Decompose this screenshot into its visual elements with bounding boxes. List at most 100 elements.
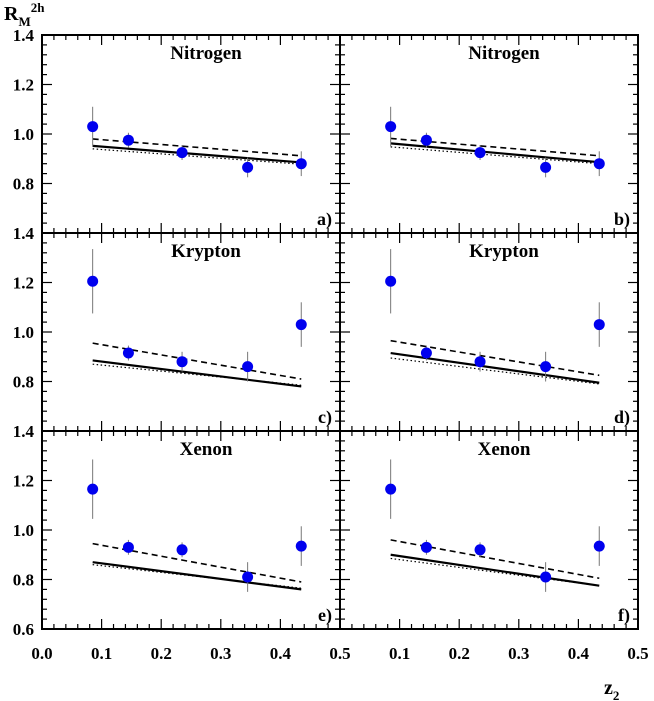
panel-letter: d) — [614, 407, 630, 428]
panel-title: Xenon — [180, 439, 233, 460]
curve-dotted — [390, 557, 600, 587]
data-point — [474, 147, 486, 159]
panel-letter: f) — [618, 605, 630, 626]
curve-solid — [92, 359, 302, 388]
data-point — [176, 544, 188, 556]
data-point — [176, 356, 188, 368]
panel-letter: c) — [318, 407, 332, 428]
y-tick-label: 1.2 — [13, 274, 34, 293]
panel-title: Nitrogen — [170, 43, 242, 64]
panel-title: Xenon — [478, 439, 531, 460]
y-axis-title: RM2h — [4, 0, 45, 29]
panel-title: Krypton — [469, 241, 539, 262]
data-point — [385, 275, 397, 287]
y-axis-title-sup: 2h — [31, 0, 46, 15]
y-axis-title-sub: M — [18, 14, 30, 29]
y-tick-label: 0.8 — [13, 571, 34, 590]
y-tick-label: 1.0 — [13, 521, 34, 540]
y-tick-label: 1.4 — [13, 26, 35, 45]
panel-frame — [339, 34, 639, 234]
data-point — [540, 161, 552, 173]
panels-group: Nitrogena)Nitrogenb)Kryptonc)Kryptond)Xe… — [13, 26, 649, 663]
data-point — [242, 571, 254, 583]
y-tick-label: 0.6 — [13, 620, 34, 639]
x-axis-title-sub: 2 — [613, 688, 620, 701]
data-point — [593, 319, 605, 331]
panel-d: Krypton d) — [339, 232, 639, 432]
x-tick-label: 0.4 — [568, 644, 590, 663]
y-tick-label: 1.2 — [13, 76, 34, 95]
data-point — [474, 356, 486, 368]
x-tick-label: 0.4 — [270, 644, 292, 663]
data-point — [176, 147, 188, 159]
data-point — [540, 361, 552, 373]
x-tick-label: 0.3 — [210, 644, 231, 663]
data-point — [242, 161, 254, 173]
data-point — [593, 158, 605, 170]
curve-dotted — [92, 363, 302, 386]
curve-dotted — [92, 564, 302, 589]
y-tick-label: 1.0 — [13, 323, 34, 342]
y-axis-title-main: R — [4, 3, 19, 25]
x-tick-label: 0.1 — [389, 644, 410, 663]
data-point — [122, 541, 134, 553]
curve-solid — [92, 561, 302, 591]
data-point — [593, 540, 605, 552]
panel-letter: b) — [614, 209, 630, 230]
x-tick-label: 0.5 — [329, 644, 350, 663]
x-tick-label: 0.2 — [151, 644, 172, 663]
panel-frame — [41, 430, 341, 630]
curve-dotted — [390, 357, 600, 385]
curve-dotted — [390, 146, 600, 165]
data-point — [420, 134, 432, 146]
y-tick-label: 1.4 — [13, 224, 35, 243]
data-point — [295, 540, 307, 552]
x-tick-label: 0.5 — [627, 644, 648, 663]
y-tick-label: 1.2 — [13, 472, 34, 491]
panel-f: Xenon f) — [339, 430, 639, 630]
data-point — [87, 121, 99, 133]
data-point — [540, 571, 552, 583]
panel-frame — [339, 232, 639, 432]
data-point — [87, 275, 99, 287]
data-point — [295, 319, 307, 331]
panel-title: Nitrogen — [468, 43, 540, 64]
panel-letter: a) — [317, 209, 332, 230]
curve-solid — [92, 144, 302, 164]
panel-c: Krypton c) — [41, 232, 341, 432]
y-tick-label: 1.0 — [13, 125, 34, 144]
data-point — [87, 483, 99, 495]
y-tick-label: 0.8 — [13, 175, 34, 194]
x-axis-title: z2 — [604, 677, 619, 701]
curve-dashed — [390, 339, 600, 377]
data-point — [420, 347, 432, 359]
data-point — [122, 134, 134, 146]
panel-title: Krypton — [171, 241, 241, 262]
data-point — [242, 361, 254, 373]
panel-frame — [41, 232, 341, 432]
panel-frame — [339, 430, 639, 630]
data-point — [122, 347, 134, 359]
x-tick-label: 0.3 — [508, 644, 529, 663]
x-tick-label: 0.0 — [31, 644, 52, 663]
panel-b: Nitrogen b) — [339, 34, 639, 234]
x-axis-title-main: z — [604, 677, 613, 699]
data-point — [474, 544, 486, 556]
data-point — [385, 121, 397, 133]
curve-dotted — [92, 148, 302, 165]
x-tick-label: 0.1 — [91, 644, 112, 663]
y-tick-label: 0.8 — [13, 373, 34, 392]
curve-solid — [390, 553, 600, 587]
panel-e: Xenon e) — [41, 430, 341, 630]
panel-frame — [41, 34, 341, 234]
y-tick-label: 1.4 — [13, 422, 35, 441]
data-point — [385, 483, 397, 495]
axes-labels-group: RM2h z2 — [4, 0, 619, 701]
panel-letter: e) — [318, 605, 332, 626]
curve-solid — [390, 142, 600, 164]
x-tick-label: 0.2 — [449, 644, 470, 663]
data-point — [420, 541, 432, 553]
panel-a: Nitrogen a) — [41, 34, 341, 234]
data-point — [295, 158, 307, 170]
